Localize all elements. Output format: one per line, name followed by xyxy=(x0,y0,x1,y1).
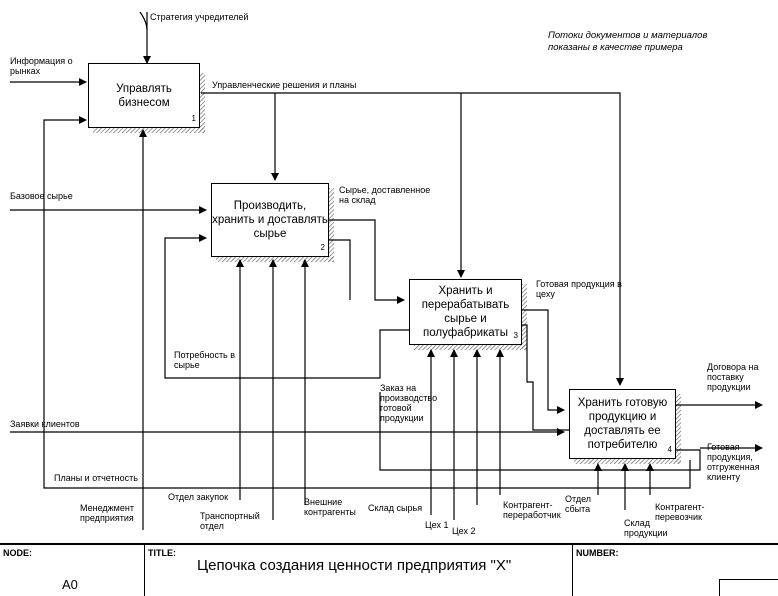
footer-node-value: A0 xyxy=(62,577,78,592)
diagram-note: Потоки документов и материалов показаны … xyxy=(548,30,708,53)
activity-box-4[interactable]: Хранить готовую продукцию и доставлять е… xyxy=(569,389,676,459)
footer-title-value: Цепочка создания ценности предприятия "X… xyxy=(197,557,512,574)
label-mgmt-decisions: Управленческие решения и планы xyxy=(212,80,357,90)
activity-box-4-title: Хранить готовую продукцию и доставлять е… xyxy=(577,397,668,451)
label-shop1: Цех 1 xyxy=(425,520,449,530)
footer-number-caption: NUMBER: xyxy=(576,548,619,558)
label-ready-to-shop: Готовая продукция в цеху xyxy=(536,279,622,299)
label-contracts-delivery: Договора на поставку продукции xyxy=(707,362,759,392)
label-client-orders: Заявки клиентов xyxy=(10,419,80,429)
label-base-raw: Базовое сырье xyxy=(10,191,73,201)
label-info-markets: Информация о рынках xyxy=(10,56,73,76)
label-ready-shipped: Готовая продукция, отгруженная клиенту xyxy=(707,442,760,482)
activity-box-3[interactable]: Хранить и перерабатывать сырье и полуфаб… xyxy=(409,279,522,345)
label-counterparty-carrier: Контрагент-перевозчик xyxy=(655,502,705,522)
footer-node-cell: NODE: A0 xyxy=(0,545,145,596)
label-counterparty-processor: Контрагент-переработчик xyxy=(503,500,561,520)
label-management: Менеджмент предприятия xyxy=(80,503,134,523)
label-product-warehouse: Склад продукции xyxy=(624,518,668,538)
label-transport-dept: Транспортный отдел xyxy=(200,511,260,531)
activity-box-1[interactable]: Управлять бизнесом 1 xyxy=(88,63,200,128)
label-order-production: Заказ на производство готовой продукции xyxy=(380,383,438,423)
label-need-raw: Потребность в сырье xyxy=(174,350,236,370)
label-raw-delivered: Сырье, доставленное на склад xyxy=(339,185,431,205)
footer-title-cell: TITLE: Цепочка создания ценности предпри… xyxy=(145,545,573,596)
label-ext-contractors: Внешние контрагенты xyxy=(304,497,356,517)
activity-box-1-number: 1 xyxy=(191,114,196,123)
activity-box-3-number: 3 xyxy=(513,331,518,340)
activity-box-3-title: Хранить и перерабатывать сырье и полуфаб… xyxy=(421,285,510,339)
label-raw-warehouse: Склад сырья xyxy=(368,503,423,513)
activity-box-4-number: 4 xyxy=(667,445,672,454)
activity-box-2[interactable]: Производить, хранить и доставлять сырье … xyxy=(211,183,329,257)
label-shop2: Цех 2 xyxy=(452,526,476,536)
footer-title-caption: TITLE: xyxy=(148,548,176,558)
activity-box-1-title: Управлять бизнесом xyxy=(116,82,172,109)
footer-node-caption: NODE: xyxy=(3,548,32,558)
diagram-footer: NODE: A0 TITLE: Цепочка создания ценност… xyxy=(0,543,778,596)
label-plan-reports: Планы и отчетность xyxy=(54,473,138,483)
label-sales-dept: Отдел сбыта xyxy=(565,494,592,514)
footer-number-box xyxy=(719,579,778,596)
activity-box-2-title: Производить, хранить и доставлять сырье xyxy=(212,200,328,240)
footer-number-cell: NUMBER: xyxy=(573,545,778,596)
activity-box-2-number: 2 xyxy=(320,243,325,252)
label-purchase-dept: Отдел закупок xyxy=(168,492,229,502)
label-strategy: Стратегия учредителей xyxy=(150,12,249,22)
